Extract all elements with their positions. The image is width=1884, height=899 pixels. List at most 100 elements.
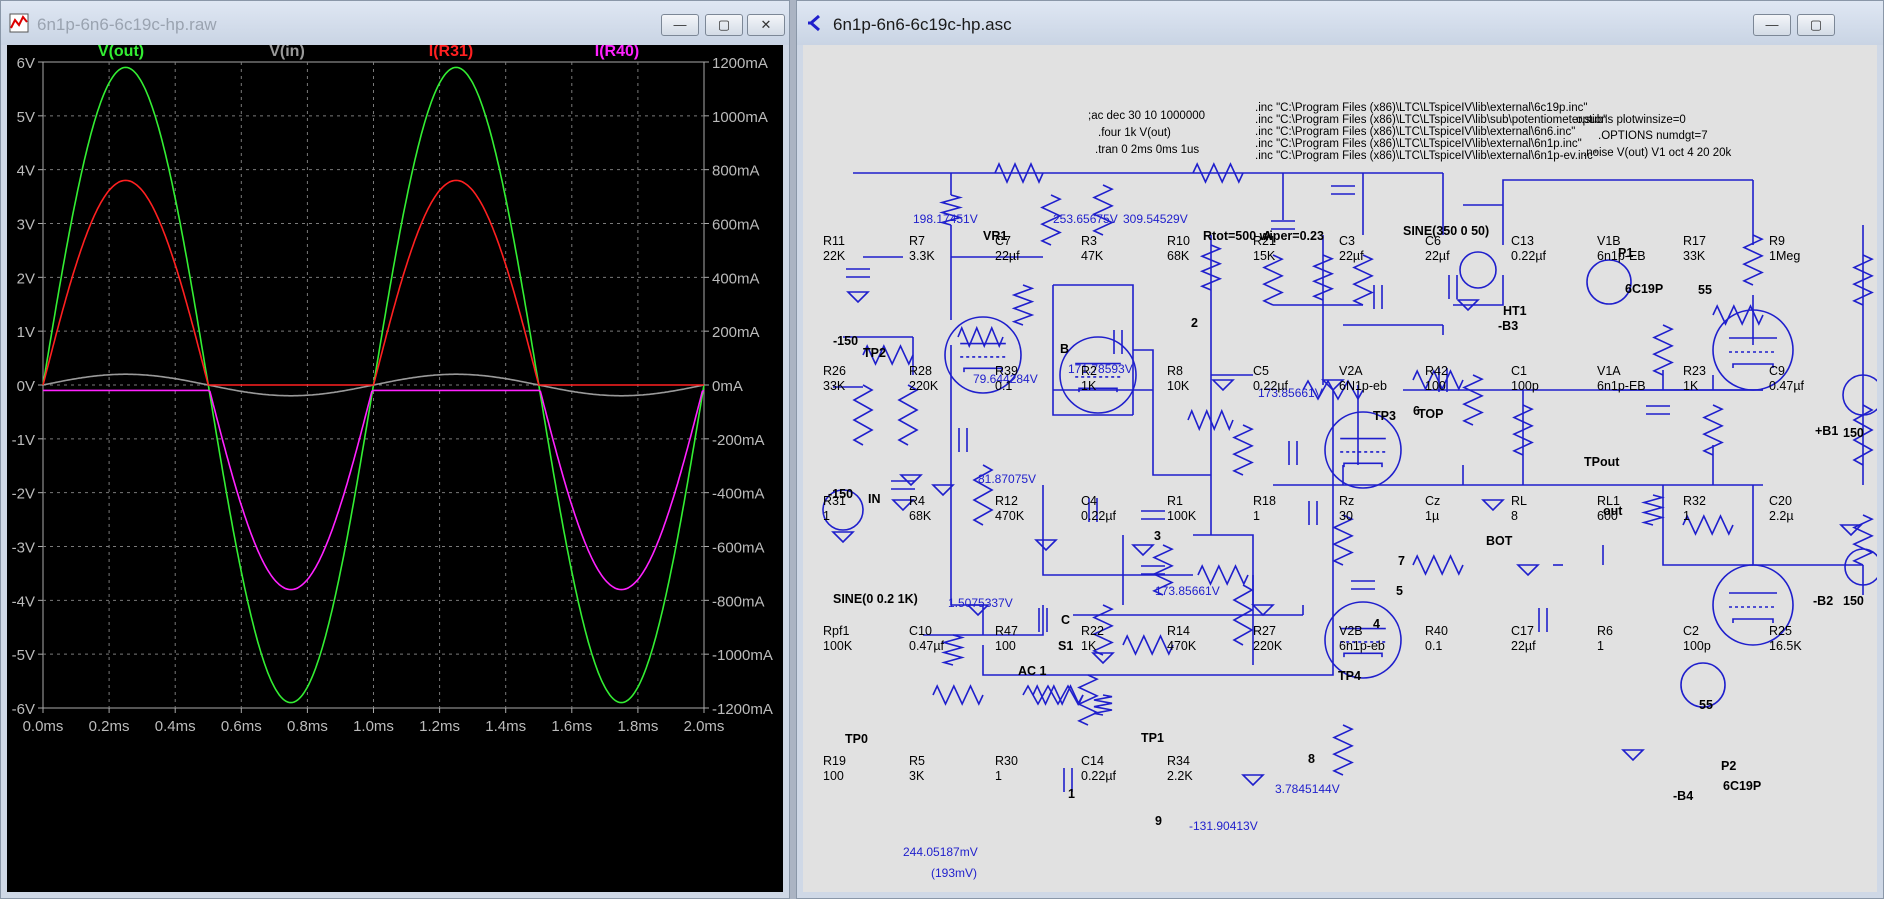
resistor-symbol	[1311, 254, 1335, 301]
schematic-label: A	[1263, 229, 1272, 243]
component-ref: R26	[823, 364, 846, 378]
voltage-label: 79.644284V	[973, 372, 1038, 386]
x-tick-label: 1.8ms	[617, 718, 658, 735]
spice-option[interactable]: .options plotwinsize=0	[1573, 114, 1686, 126]
component-value: 1K	[1081, 379, 1097, 393]
spice-directive[interactable]: .four 1k V(out)	[1098, 127, 1171, 139]
component-ref: R22	[1081, 624, 1104, 638]
component-ref: RL	[1511, 494, 1527, 508]
spice-directive[interactable]: .tran 0 2ms 0ms 1us	[1095, 144, 1199, 156]
y-right-tick-label: 0mA	[712, 378, 743, 395]
resistor-symbol	[939, 194, 963, 226]
schematic-label: -150	[833, 334, 858, 348]
component-value: 68K	[1167, 249, 1190, 263]
component-ref: R25	[1769, 624, 1792, 638]
wire	[1052, 285, 1133, 416]
spice-directive[interactable]: ;ac dec 30 10 1000000	[1088, 110, 1205, 122]
schematic-label: SINE(0 0.2 1K)	[833, 592, 918, 606]
ground-symbol	[846, 291, 870, 304]
component-value: 1µ	[1425, 509, 1439, 523]
spice-option[interactable]: .OPTIONS numdgt=7	[1598, 130, 1708, 142]
component-ref: R5	[909, 754, 925, 768]
y-right-tick-label: 1200mA	[712, 55, 768, 72]
component-ref: R8	[1167, 364, 1183, 378]
y-left-tick-label: -1V	[12, 432, 35, 449]
component-ref: C20	[1769, 494, 1792, 508]
component-ref: R1	[1167, 494, 1183, 508]
component-ref: R32	[1683, 494, 1706, 508]
component-ref: RL1	[1597, 494, 1620, 508]
component-value: 68K	[909, 509, 932, 523]
close-button[interactable]: ✕	[747, 14, 785, 36]
schematic-label: TP4	[1338, 669, 1361, 683]
ground-symbol	[1091, 652, 1115, 665]
schematic-label: 150	[1843, 426, 1864, 440]
component-ref: R40	[1425, 624, 1448, 638]
minimize-button[interactable]: —	[661, 14, 699, 36]
component-ref: R6	[1597, 624, 1613, 638]
component-value: 1K	[1683, 379, 1699, 393]
waveform-titlebar[interactable]: 6n1p-6n6-6c19c-hp.raw — ▢ ✕	[1, 1, 789, 45]
schematic-label: B	[1060, 342, 1069, 356]
maximize-button[interactable]: ▢	[1797, 14, 1835, 36]
spice-include[interactable]: .inc "C:\Program Files (x86)\LTC\LTspice…	[1255, 102, 1587, 114]
spice-option[interactable]: .noise V(out) V1 oct 4 20 20k	[1583, 147, 1732, 159]
component-ref: R9	[1769, 234, 1785, 248]
x-tick-label: 0.4ms	[155, 718, 196, 735]
spice-include[interactable]: .inc "C:\Program Files (x86)\LTC\LTspice…	[1255, 150, 1597, 162]
y-left-tick-label: -2V	[12, 486, 35, 503]
ground-symbol	[899, 474, 923, 487]
component-value: 3K	[909, 769, 925, 783]
component-value: 1K	[1081, 639, 1097, 653]
tube-cathode	[1078, 387, 1118, 393]
component-value: 100p	[1683, 639, 1711, 653]
resistor-symbol	[1197, 564, 1249, 586]
schematic-titlebar[interactable]: 6n1p-6n6-6c19c-hp.asc — ▢	[797, 1, 1883, 45]
spice-include[interactable]: .inc "C:\Program Files (x86)\LTC\LTspice…	[1255, 114, 1607, 126]
x-tick-label: 2.0ms	[684, 718, 725, 735]
component-ref: R4	[909, 494, 925, 508]
component-ref: R7	[909, 234, 925, 248]
y-right-tick-label: -200mA	[712, 432, 765, 449]
component-ref: C6	[1425, 234, 1441, 248]
schematic-label: -150	[828, 487, 853, 501]
schematic-canvas[interactable]: ;ac dec 30 10 1000000 .four 1k V(out) .t…	[803, 45, 1877, 892]
tube-cathode	[1732, 618, 1774, 623]
schematic-label: IN	[868, 492, 881, 506]
component-value: 8	[1511, 509, 1518, 523]
voltage-label: 3.7845144V	[1275, 782, 1340, 796]
ground-symbol	[1516, 564, 1540, 577]
spice-include[interactable]: .inc "C:\Program Files (x86)\LTC\LTspice…	[1255, 126, 1575, 138]
component-ref: R12	[995, 494, 1018, 508]
component-value: 10K	[1167, 379, 1190, 393]
component-value: 600	[1597, 509, 1618, 523]
resistor-symbol	[994, 162, 1044, 184]
schematic-label: C	[1061, 613, 1070, 627]
maximize-button[interactable]: ▢	[705, 14, 743, 36]
resistor-symbol	[1462, 374, 1484, 426]
component-value: 22µf	[1339, 249, 1364, 263]
resistor-symbol	[1122, 634, 1174, 656]
component-ref: V2B	[1339, 624, 1363, 638]
schematic-drawing[interactable]: ;ac dec 30 10 1000000 .four 1k V(out) .t…	[803, 45, 1877, 892]
component-ref: R23	[1683, 364, 1706, 378]
component-ref: C13	[1511, 234, 1534, 248]
trace-ir31	[42, 179, 704, 386]
component-value: 6n1p-EB	[1597, 249, 1646, 263]
component-ref: R34	[1167, 754, 1190, 768]
component-ref: C14	[1081, 754, 1104, 768]
schematic-label: 2	[1191, 316, 1198, 330]
schematic-label: P1	[1618, 246, 1633, 260]
ground-symbol	[1456, 299, 1480, 312]
voltage-label: 253.65675V	[1053, 212, 1118, 226]
resistor-symbol	[1742, 234, 1764, 286]
schematic-window-title: 6n1p-6n6-6c19c-hp.asc	[833, 15, 1012, 34]
wire	[982, 390, 1334, 676]
component-value: 1	[995, 769, 1002, 783]
minimize-button[interactable]: —	[1753, 14, 1791, 36]
schematic-window[interactable]: 6n1p-6n6-6c19c-hp.asc — ▢ ;ac dec 30 10 …	[796, 0, 1884, 899]
spice-include[interactable]: .inc "C:\Program Files (x86)\LTC\LTspice…	[1255, 138, 1582, 150]
